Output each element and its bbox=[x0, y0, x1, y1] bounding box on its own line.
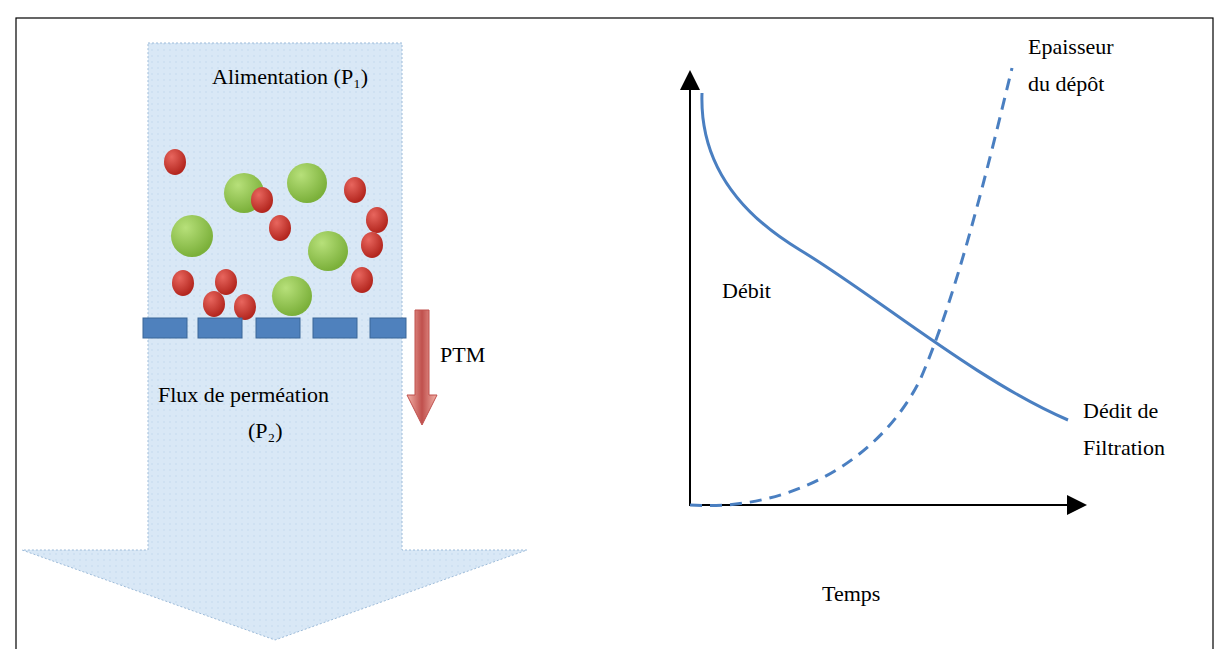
curve-label: Dédit de Filtration bbox=[1083, 392, 1198, 467]
permeate-label: Flux de perméation bbox=[158, 376, 329, 413]
permeate-pressure: (P₂) bbox=[248, 412, 283, 449]
flow-arrow bbox=[22, 43, 527, 640]
pressure-label: PTM bbox=[440, 336, 485, 373]
flow-curve bbox=[702, 93, 1068, 420]
axis-label: Temps bbox=[822, 575, 880, 612]
particles bbox=[164, 149, 388, 320]
curve-label: Epaisseur du dépôt bbox=[1028, 28, 1138, 103]
frame bbox=[16, 18, 1213, 649]
chart-axes bbox=[689, 72, 1085, 506]
feed-label: Alimentation (P₁) bbox=[212, 58, 368, 95]
deposit-curve bbox=[690, 68, 1012, 506]
pressure-arrow bbox=[407, 310, 437, 425]
membrane bbox=[143, 318, 406, 338]
axis-label: Débit bbox=[722, 272, 771, 309]
